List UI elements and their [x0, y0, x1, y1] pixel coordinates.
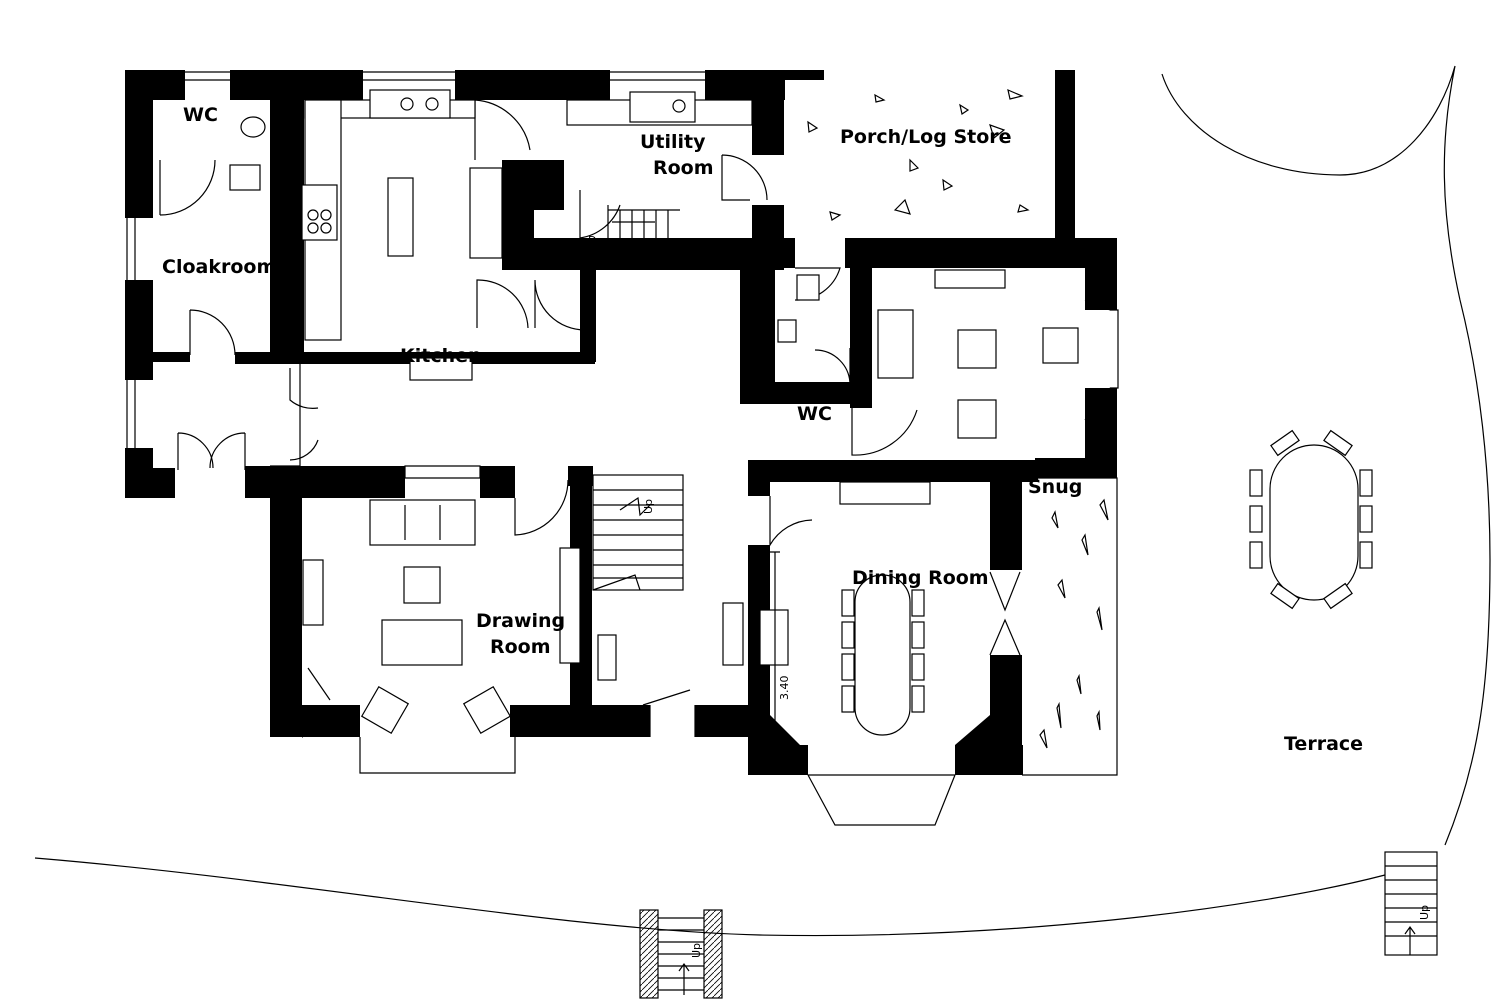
room-label-drawing-line2: Room	[490, 636, 551, 658]
terrace-steps-up-label: Up	[1418, 905, 1431, 920]
room-label-dining: Dining Room	[852, 567, 989, 589]
main-staircase	[592, 474, 684, 591]
room-label-terrace: Terrace	[1284, 733, 1363, 755]
windows	[126, 71, 1119, 826]
doors	[159, 99, 1021, 706]
bay-corner	[1085, 388, 1115, 420]
front-steps	[639, 909, 723, 999]
room-label-snug: Snug	[1028, 476, 1082, 498]
room-label-wc-center: WC	[797, 403, 832, 425]
dining-furniture	[759, 481, 931, 736]
sun-room-marks	[1039, 498, 1109, 749]
lawn-edge	[34, 857, 1386, 937]
room-label-utility-line1: Utility	[640, 131, 706, 153]
room-label-kitchen: Kitchen	[400, 345, 482, 367]
room-label-porch: Porch/Log Store	[840, 126, 1012, 148]
room-label-utility-line2: Room	[653, 157, 714, 179]
wc-fittings	[229, 116, 820, 343]
bay-corner	[510, 705, 540, 735]
stair-down-label: Down	[588, 234, 619, 247]
porch-stone-marks	[807, 88, 1030, 221]
utility-fittings	[566, 91, 753, 126]
bay-corner	[752, 80, 784, 100]
drawing-room-furniture	[302, 499, 581, 735]
stair-up-label: Up	[642, 499, 655, 514]
bay-corner	[770, 715, 800, 745]
utility-stair	[607, 205, 680, 238]
bay-corner	[1085, 268, 1115, 300]
room-label-drawing-line1: Drawing	[476, 610, 565, 632]
terrace-boundary	[1161, 65, 1491, 846]
terrace-dining-set	[1249, 429, 1373, 610]
terrace-steps	[1384, 851, 1438, 956]
snug-furniture	[877, 269, 1079, 439]
bay-corner	[955, 715, 990, 745]
room-label-wc-upper: WC	[183, 104, 218, 126]
front-steps-up-label: Up	[690, 943, 703, 958]
bay-corner	[302, 705, 335, 738]
hall-furniture	[597, 602, 744, 681]
room-label-cloakroom: Cloakroom	[162, 256, 276, 278]
kitchen-fittings	[301, 89, 503, 381]
dining-dimension-label: 3.40	[778, 676, 791, 701]
